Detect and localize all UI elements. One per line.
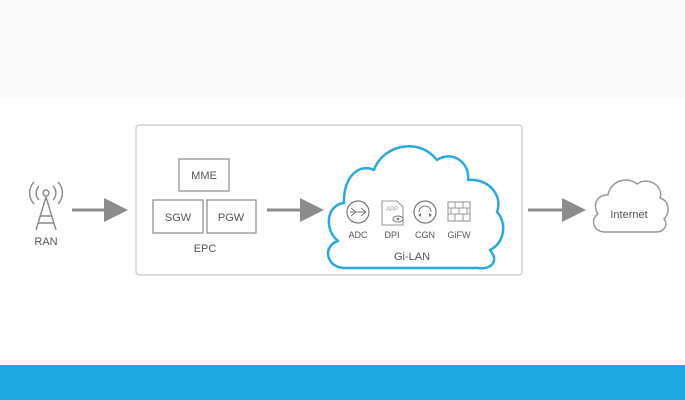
dpi-icon-text: APP: [386, 207, 398, 213]
epc-label: EPC: [194, 243, 217, 255]
ran-tower-icon: [28, 181, 64, 231]
sgw-box: SGW: [152, 199, 204, 234]
gifw-label: GiFW: [448, 230, 471, 240]
cgn-label: CGN: [415, 230, 435, 240]
pgw-box: PGW: [206, 199, 257, 234]
internet-label: Internet: [610, 209, 647, 221]
dpi-label: DPI: [384, 230, 399, 240]
top-background: [0, 0, 685, 97]
gi-lan-label: Gi-LAN: [394, 251, 430, 263]
sgw-label: SGW: [165, 212, 192, 224]
cgn-icon: [413, 200, 437, 224]
bottom-accent-bar: [0, 365, 685, 400]
adc-icon: [346, 200, 370, 224]
firewall-icon: [447, 201, 471, 222]
mme-label: MME: [191, 170, 217, 182]
dpi-app-icon: APP: [381, 200, 404, 226]
mme-box: MME: [178, 158, 230, 192]
adc-label: ADC: [348, 230, 368, 240]
internet-cloud-icon: [592, 179, 669, 233]
pgw-label: PGW: [218, 212, 245, 224]
ran-label: RAN: [34, 236, 57, 248]
